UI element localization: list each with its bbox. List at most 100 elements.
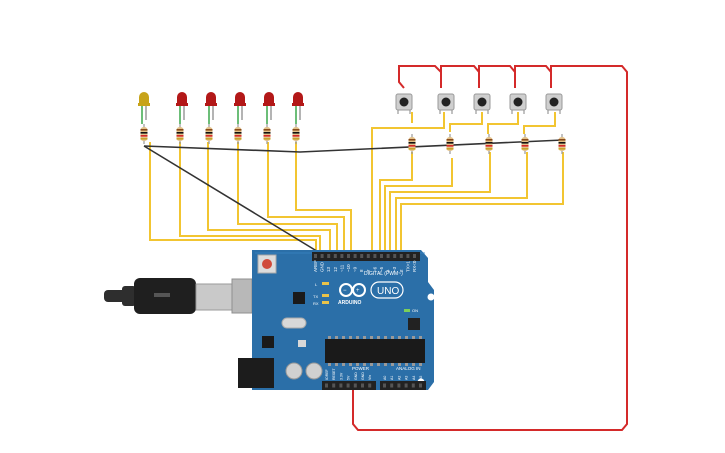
model-label: UNO	[377, 286, 399, 297]
pushbutton-4[interactable]	[509, 93, 527, 114]
crystal	[281, 317, 307, 329]
yellow-wire[interactable]	[379, 152, 413, 253]
button-resistor[interactable]	[408, 134, 416, 154]
led-on	[404, 309, 410, 312]
yellow-signal-wires[interactable]	[149, 112, 564, 253]
red-wire[interactable]	[440, 65, 480, 88]
top-pin-label: AREF	[313, 260, 318, 272]
led-l-label: L	[315, 282, 318, 287]
top-pin-label: 4	[386, 269, 391, 272]
voltage-regulator	[262, 336, 274, 348]
yellow-wire[interactable]	[371, 112, 445, 253]
yellow-wire[interactable]	[389, 152, 491, 253]
yellow-wire[interactable]	[395, 152, 528, 253]
led-2[interactable]	[176, 92, 188, 124]
yellow-wire[interactable]	[207, 142, 331, 253]
button-resistor[interactable]	[446, 134, 454, 154]
top-pin-label: ~6	[372, 266, 377, 272]
led-resistor[interactable]	[205, 124, 213, 144]
yellow-wire[interactable]	[149, 142, 317, 253]
led-l	[322, 282, 329, 285]
pushbutton-5[interactable]	[545, 93, 563, 114]
yellow-wire[interactable]	[523, 112, 556, 134]
yellow-wire[interactable]	[295, 142, 352, 253]
red-wire[interactable]	[352, 65, 628, 431]
top-pin-label: 7	[366, 269, 371, 272]
led-3[interactable]	[205, 92, 217, 124]
led-rx-label: RX	[313, 301, 319, 306]
svg-text:+: +	[356, 288, 360, 294]
led-1[interactable]	[138, 92, 150, 124]
red-wire[interactable]	[478, 65, 516, 88]
black-wire[interactable]	[143, 145, 321, 254]
capacitor	[285, 362, 303, 380]
usb-cable[interactable]	[104, 278, 253, 314]
power-pin-label: GND	[354, 372, 358, 380]
mount-hole	[427, 293, 435, 301]
analog-pin-label: A3	[405, 376, 409, 380]
button-resistor[interactable]	[521, 134, 529, 154]
yellow-wire[interactable]	[267, 142, 345, 253]
red-power-wires[interactable]	[352, 65, 628, 431]
capacitor	[305, 362, 323, 380]
uno-badge	[370, 281, 404, 299]
button-resistor[interactable]	[485, 134, 493, 154]
power-pin-label: Vin	[368, 375, 372, 380]
reset-button-cap	[262, 259, 272, 269]
pushbutton-3[interactable]	[473, 93, 491, 114]
led-4[interactable]	[234, 92, 246, 124]
black-ground-wires[interactable]	[143, 139, 564, 254]
brand-label: ARDUINO	[338, 300, 361, 306]
usb-chip	[293, 292, 305, 304]
led-5[interactable]	[263, 92, 275, 124]
red-wire[interactable]	[514, 65, 552, 88]
yellow-wire[interactable]	[384, 158, 453, 253]
analog-label: ANALOG IN	[396, 366, 421, 371]
digital-header-label: DIGITAL (PWM~)	[364, 271, 403, 277]
red-wire[interactable]	[398, 65, 442, 89]
usb-port	[231, 278, 253, 314]
power-label: POWER	[352, 366, 370, 371]
led-tx-label: TX	[313, 294, 318, 299]
power-pin-label: 5V	[347, 375, 351, 380]
top-pin-label: ~9	[353, 266, 358, 272]
top-pin-label: ~10	[346, 264, 351, 272]
black-wire[interactable]	[143, 139, 564, 153]
led-resistor[interactable]	[292, 124, 300, 144]
yellow-wire[interactable]	[487, 112, 519, 134]
analog-pin-label: A0	[383, 376, 387, 380]
icsp-header	[408, 318, 420, 330]
yellow-wire[interactable]	[179, 142, 321, 253]
top-pin-label: 8	[359, 269, 364, 272]
led-resistor[interactable]	[263, 124, 271, 144]
small-component	[298, 340, 306, 347]
yellow-wire[interactable]	[400, 152, 564, 253]
analog-pin-label: A4	[412, 376, 416, 380]
top-pin-label: GND	[320, 261, 325, 272]
power-jack	[238, 358, 274, 388]
pushbutton-1[interactable]	[395, 93, 413, 114]
top-pin-label: 12	[333, 266, 338, 272]
yellow-wire[interactable]	[237, 142, 338, 253]
usb-plug-metal	[195, 283, 233, 311]
led-resistor[interactable]	[140, 124, 148, 144]
yellow-wire[interactable]	[449, 112, 483, 132]
svg-text:−: −	[343, 288, 347, 294]
analog-header	[380, 381, 426, 390]
analog-pin-label: A5	[419, 376, 423, 380]
pushbutton-2[interactable]	[437, 93, 455, 114]
led-resistor[interactable]	[234, 124, 242, 144]
top-pin-label: 2	[399, 269, 404, 272]
led-resistor[interactable]	[176, 124, 184, 144]
power-pin-label: GND	[361, 372, 365, 380]
led-tx	[322, 294, 329, 297]
power-pin-label: IOREF	[325, 369, 329, 380]
atmega-chip	[325, 339, 425, 363]
button-resistor[interactable]	[558, 134, 566, 154]
led-rx	[322, 301, 329, 304]
on-label: ON	[412, 308, 418, 313]
top-pin-label: 13	[326, 266, 331, 272]
led-6[interactable]	[292, 92, 304, 124]
arduino-logo: − +	[339, 283, 366, 297]
